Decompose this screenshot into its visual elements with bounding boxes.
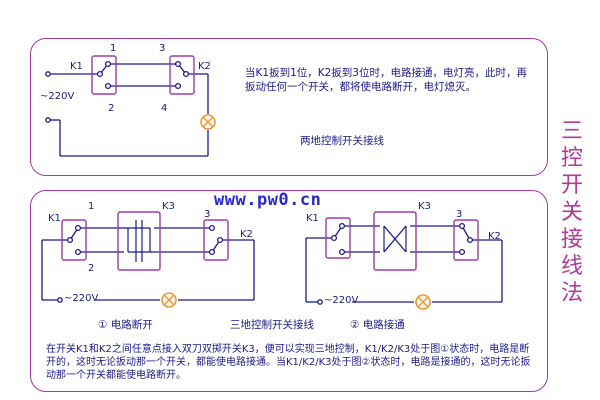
bl-k1-box <box>61 219 87 261</box>
br-k3-box <box>373 211 417 271</box>
br-k2-box <box>453 219 479 261</box>
br-k1-pivot <box>330 234 338 242</box>
top-terminal-2: 2 <box>108 103 115 114</box>
top-k1-pivot <box>96 70 104 78</box>
bl-k2-label: K2 <box>240 229 253 240</box>
bottom-left-wires <box>41 227 255 301</box>
top-terminal-4: 4 <box>161 103 168 114</box>
top-voltage-label: ~220V <box>40 91 75 102</box>
top-terminal <box>45 71 51 77</box>
bl-k1-c1 <box>74 224 82 232</box>
top-k2-pivot <box>182 70 190 78</box>
top-k1-label: K1 <box>70 61 83 72</box>
top-k1-contact-1 <box>104 60 112 68</box>
bl-terminal-1: 1 <box>88 201 95 212</box>
top-k2-label: K2 <box>198 61 211 72</box>
br-k1-box <box>325 217 351 259</box>
br-terminal <box>317 299 323 305</box>
top-k1-contact-2 <box>104 82 112 90</box>
bottom-description: 在开关K1和K2之间任意点接入双刀双掷开关K3，便可以实现三地控制，K1/K2/… <box>46 344 531 381</box>
br-k3-label: K3 <box>418 201 431 212</box>
page-title: 三控开关接线法 <box>560 119 583 306</box>
bl-k1-label: K1 <box>48 213 61 224</box>
top-k2-contact-4 <box>174 82 182 90</box>
br-k1-label: K1 <box>306 213 319 224</box>
watermark: www.pw0.cn <box>214 190 322 210</box>
bl-terminal-3: 3 <box>204 209 211 220</box>
top-description: 当K1扳到1位，K2扳到3位时，电路接通，电灯亮，此时，再扳动任何一个开关，都将… <box>245 67 527 93</box>
top-k2-box <box>169 55 195 95</box>
bottom-right-wires <box>305 225 503 303</box>
bl-lamp-icon <box>161 292 177 308</box>
br-k1-c2 <box>338 248 346 256</box>
top-lamp-icon <box>200 114 216 130</box>
br-lamp-icon <box>415 294 431 310</box>
bl-terminal-2: 2 <box>88 263 95 274</box>
br-state-label: ② 电路接通 <box>350 319 405 331</box>
top-caption: 两地控制开关接线 <box>300 135 384 147</box>
top-terminal-1: 1 <box>110 43 117 54</box>
br-k2-label: K2 <box>488 231 501 242</box>
br-voltage-label: ~220V <box>324 295 359 306</box>
bl-k2-pivot <box>216 236 224 244</box>
bl-terminal <box>57 297 63 303</box>
bl-state-label: ① 电路断开 <box>98 319 153 331</box>
bl-k3-box <box>117 211 161 271</box>
br-k2-c2 <box>458 248 466 256</box>
bl-k2-c1 <box>208 224 216 232</box>
br-k1-c1 <box>338 222 346 230</box>
top-k1-box <box>91 55 117 95</box>
top-circuit-wires <box>48 63 209 157</box>
top-terminal-3: 3 <box>159 43 166 54</box>
br-k2-c1 <box>458 222 466 230</box>
bl-k2-box <box>203 219 229 261</box>
br-terminal-3: 3 <box>456 209 463 220</box>
top-terminal-2 <box>45 117 51 123</box>
bottom-caption: 三地控制开关接线 <box>230 319 314 331</box>
bl-voltage-label: ~220V <box>64 293 99 304</box>
bl-k1-pivot <box>66 236 74 244</box>
top-k2-contact-3 <box>174 60 182 68</box>
bl-k2-c2 <box>208 248 216 256</box>
bl-k3-label: K3 <box>162 201 175 212</box>
bl-k1-c2 <box>74 248 82 256</box>
br-k2-pivot <box>466 236 474 244</box>
